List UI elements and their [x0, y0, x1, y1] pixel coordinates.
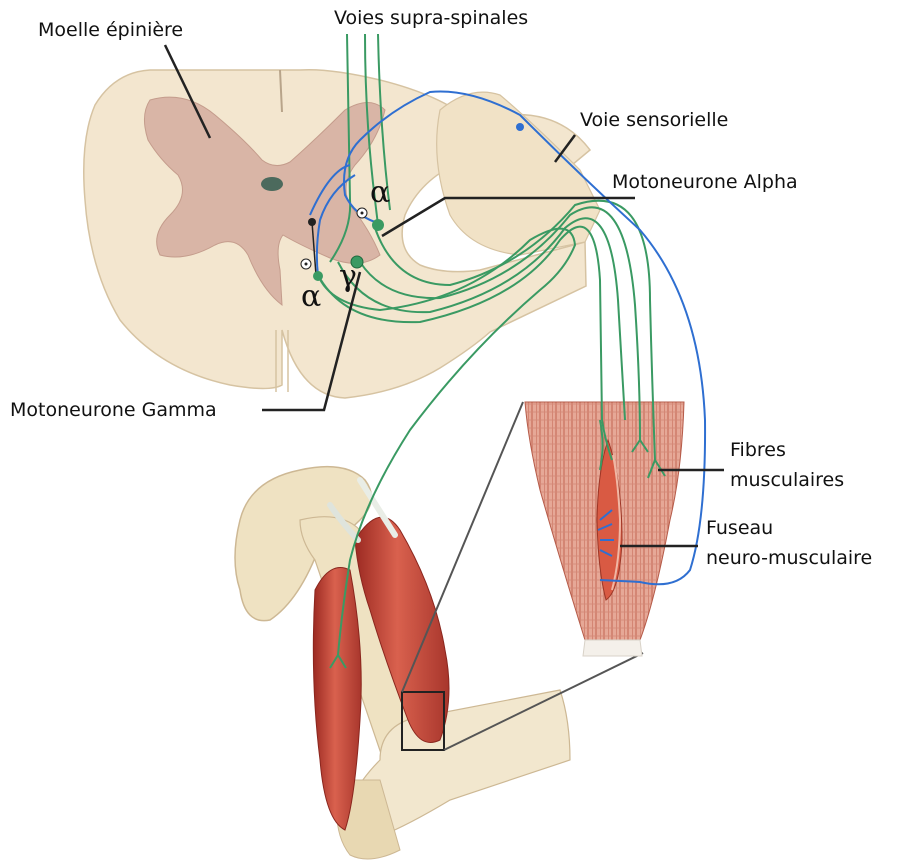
label-fibers-line1: Fibres — [730, 438, 786, 463]
muscle-tendon — [583, 640, 642, 656]
label-spinal-cord: Moelle épinière — [38, 18, 183, 43]
symbol-alpha-upper: α — [370, 178, 390, 208]
label-alpha-motoneuron: Motoneurone Alpha — [612, 170, 798, 195]
label-sensory: Voie sensorielle — [580, 108, 728, 133]
interneuron — [308, 218, 316, 226]
sensory-ganglion — [516, 123, 524, 131]
label-spindle-line1: Fuseau — [706, 516, 773, 541]
label-fibers-line2: musculaires — [730, 468, 844, 493]
symbol-alpha-lower: α — [301, 282, 321, 312]
label-supraspinal: Voies supra-spinales — [334, 6, 528, 31]
nerve-root — [437, 92, 600, 255]
symbol-gamma: γ — [339, 262, 357, 292]
muscle-inset — [525, 402, 684, 656]
alpha-neuron-upper — [372, 219, 384, 231]
label-gamma-motoneuron: Motoneurone Gamma — [10, 398, 217, 423]
central-canal — [261, 177, 283, 191]
label-spindle-line2: neuro-musculaire — [706, 546, 872, 571]
